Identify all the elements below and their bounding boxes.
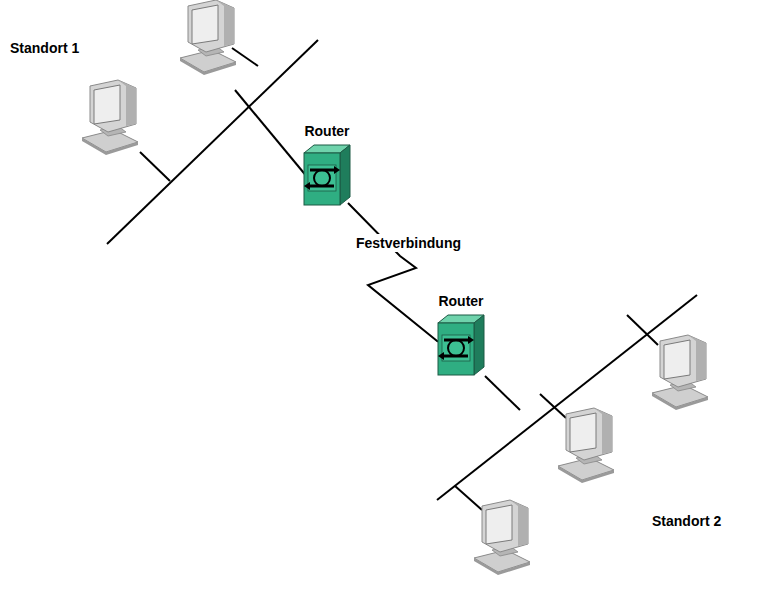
router-label: Router: [434, 292, 488, 310]
router-node: Router: [300, 122, 354, 207]
computer: [82, 80, 138, 155]
connection-label: Festverbindung: [353, 234, 464, 252]
computer: [180, 0, 236, 75]
lan-branch: [540, 394, 566, 418]
lan-branch: [485, 376, 520, 410]
computer: [474, 500, 530, 575]
computer: [558, 408, 614, 483]
computer: [652, 335, 708, 410]
leased-line: [348, 203, 438, 342]
lan-branch: [140, 152, 170, 181]
lan-branch: [235, 90, 308, 178]
site-label: Standort 1: [10, 40, 79, 56]
router-node: Router: [434, 292, 488, 377]
router-label: Router: [300, 122, 354, 140]
site-label: Standort 2: [652, 513, 721, 529]
router-symbol: [302, 143, 352, 207]
lan-branch: [455, 486, 482, 510]
lan-branch: [627, 315, 658, 345]
router-symbol: [436, 313, 486, 377]
